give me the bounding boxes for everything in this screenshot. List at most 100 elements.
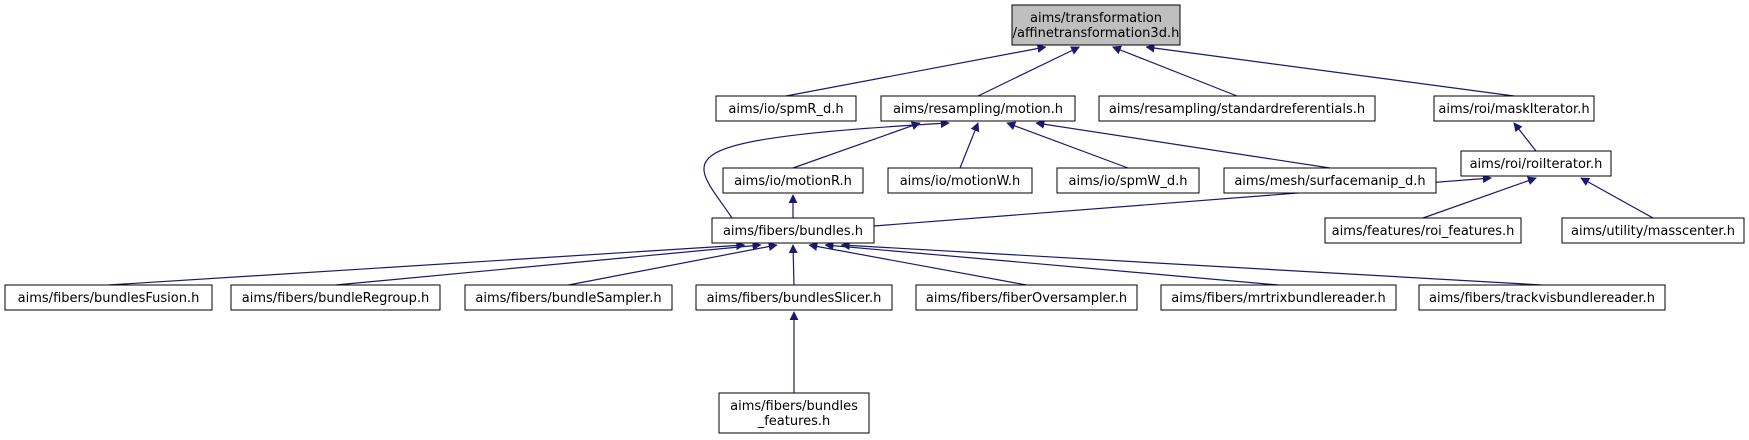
edge-arrow [977, 46, 1081, 97]
node-box [1223, 167, 1437, 194]
edge-spmR-to-root [785, 44, 1047, 97]
nodes-layer: aims/transformation/affinetransformation… [4, 4, 1745, 434]
edge-arrow [1513, 122, 1537, 152]
node-motion[interactable]: aims/resampling/motion.h [880, 95, 1076, 122]
node-bFusion[interactable]: aims/fibers/bundlesFusion.h [4, 284, 213, 311]
node-label: aims/roi/roiIterator.h [1470, 157, 1603, 172]
edge-bSlicer-to-bundles [788, 244, 798, 286]
node-box [695, 284, 893, 311]
node-label: aims/fibers/trackvisbundlereader.h [1429, 291, 1655, 306]
edge-arrow [703, 118, 950, 219]
node-label: aims/fibers/bundles.h [723, 224, 863, 239]
node-label: aims/fibers/fiberOversampler.h [926, 291, 1127, 306]
node-label: aims/mesh/surfacemanip_d.h [1234, 174, 1425, 189]
edge-arrow [840, 240, 1543, 286]
edge-maskIt-to-root [1145, 43, 1515, 97]
node-box [915, 284, 1138, 311]
node-bRegroup[interactable]: aims/fibers/bundleRegroup.h [230, 284, 441, 311]
node-masscenter[interactable]: aims/utility/masscenter.h [1561, 217, 1745, 244]
node-label: aims/io/spmW_d.h [1068, 174, 1187, 189]
node-box [880, 95, 1076, 122]
node-motionW[interactable]: aims/io/motionW.h [887, 167, 1033, 194]
node-label: aims/io/motionW.h [900, 174, 1021, 189]
node-label: aims/features/roi_features.h [1332, 224, 1515, 239]
edge-mrtrix-to-bundles [824, 241, 1279, 286]
node-box [230, 284, 441, 311]
node-box [1056, 167, 1200, 194]
node-bSampler[interactable]: aims/fibers/bundleSampler.h [464, 284, 673, 311]
edge-arrow [792, 121, 921, 169]
node-box [1460, 150, 1612, 177]
node-bSlicer[interactable]: aims/fibers/bundlesSlicer.h [695, 284, 893, 311]
node-fOver[interactable]: aims/fibers/fiberOversampler.h [915, 284, 1138, 311]
node-label: aims/roi/maskIterator.h [1438, 102, 1589, 117]
node-trackvis[interactable]: aims/fibers/trackvisbundlereader.h [1418, 284, 1666, 311]
edge-arrow [108, 241, 746, 286]
node-label: aims/io/spmR_d.h [728, 102, 843, 117]
node-box [711, 217, 875, 244]
node-roiIt[interactable]: aims/roi/roiIterator.h [1460, 150, 1612, 177]
node-box [1433, 95, 1595, 122]
edge-arrow [1006, 121, 1129, 169]
edge-stdref-to-root [1111, 45, 1238, 97]
node-box [887, 167, 1033, 194]
edge-arrow [1580, 177, 1654, 219]
node-label: aims/fibers/mrtrixbundlereader.h [1171, 291, 1385, 306]
node-label: aims/fibers/bundles [730, 399, 858, 414]
edge-arrow [1422, 176, 1537, 219]
edge-bRegroup-to-bundles [335, 241, 762, 286]
node-bFeat[interactable]: aims/fibers/bundles_features.h [718, 392, 870, 434]
node-label: aims/fibers/bundleRegroup.h [242, 291, 430, 306]
node-bundles[interactable]: aims/fibers/bundles.h [711, 217, 875, 244]
node-label: aims/fibers/bundleSampler.h [475, 291, 661, 306]
node-motionR[interactable]: aims/io/motionR.h [722, 167, 864, 194]
node-box [1098, 95, 1376, 122]
node-box [1561, 217, 1745, 244]
edge-motionR-to-motion [792, 121, 921, 169]
node-root: aims/transformation/affinetransformation… [1011, 4, 1181, 46]
edge-fOver-to-bundles [808, 242, 1027, 286]
edge-bSampler-to-bundles [568, 242, 778, 286]
edge-motion-to-root [977, 46, 1081, 97]
edge-arrow [1035, 119, 1331, 169]
node-spmW[interactable]: aims/io/spmW_d.h [1056, 167, 1200, 194]
edge-masscenter-to-roiIt [1580, 177, 1654, 219]
node-label: aims/fibers/bundlesSlicer.h [707, 291, 882, 306]
node-label: aims/fibers/bundlesFusion.h [18, 291, 200, 306]
node-label: aims/transformation [1030, 11, 1162, 26]
edge-roiIt-to-maskIt [1513, 122, 1537, 152]
node-label: aims/io/motionR.h [734, 174, 852, 189]
edge-roifeat-to-roiIt [1422, 176, 1537, 219]
node-label: aims/utility/masscenter.h [1571, 224, 1735, 239]
edge-arrow [335, 241, 762, 286]
edge-bundles-to-motion [703, 118, 950, 219]
edge-surfmanip-to-motion [1035, 119, 1331, 169]
edge-arrow [785, 44, 1047, 97]
edge-arrow [568, 242, 778, 286]
edge-arrow [1111, 45, 1238, 97]
node-box [1160, 284, 1397, 311]
node-surfmanip[interactable]: aims/mesh/surfacemanip_d.h [1223, 167, 1437, 194]
node-box [1418, 284, 1666, 311]
node-mrtrix[interactable]: aims/fibers/mrtrixbundlereader.h [1160, 284, 1397, 311]
node-box [715, 95, 857, 122]
edge-arrow [808, 242, 1027, 286]
node-box [722, 167, 864, 194]
edge-arrow [959, 122, 980, 169]
edge-trackvis-to-bundles [840, 240, 1543, 286]
node-label: _features.h [757, 414, 831, 429]
node-label: aims/resampling/motion.h [893, 102, 1063, 117]
node-maskIt[interactable]: aims/roi/maskIterator.h [1433, 95, 1595, 122]
node-label: aims/resampling/standardreferentials.h [1109, 102, 1365, 117]
node-spmR[interactable]: aims/io/spmR_d.h [715, 95, 857, 122]
edges-layer [108, 43, 1654, 393]
node-stdref[interactable]: aims/resampling/standardreferentials.h [1098, 95, 1376, 122]
edge-arrow [788, 244, 798, 286]
node-box [1011, 4, 1181, 46]
node-box [1324, 217, 1522, 244]
node-roifeat[interactable]: aims/features/roi_features.h [1324, 217, 1522, 244]
node-box [464, 284, 673, 311]
edge-arrow [1145, 43, 1515, 97]
edge-bFusion-to-bundles [108, 241, 746, 286]
